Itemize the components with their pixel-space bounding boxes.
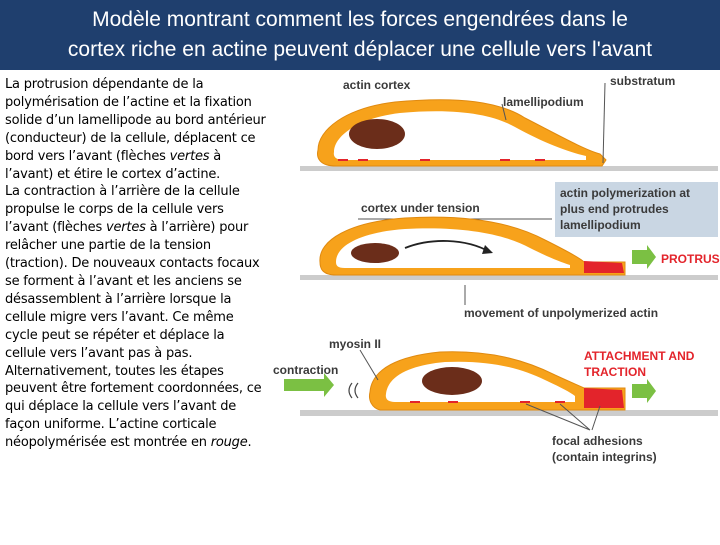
contraction-marks <box>349 383 358 398</box>
title-line-2: cortex riche en actine peuvent déplacer … <box>0 35 720 65</box>
label-polymerization-3: lamellipodium <box>560 218 641 232</box>
label-cortex-under-tension: cortex under tension <box>361 201 480 215</box>
traction-arrow <box>632 379 656 403</box>
nucleus-1 <box>349 119 405 149</box>
new-actin-2 <box>584 261 624 273</box>
label-actin-cortex: actin cortex <box>343 78 411 92</box>
label-myosin: myosin II <box>329 337 381 351</box>
label-attachment-2: TRACTION <box>584 365 646 379</box>
label-protrusion: PROTRUSION <box>661 252 720 266</box>
desc-p2-b: à l’arrière) pour relâcher une partie de… <box>5 220 261 450</box>
label-substratum: substratum <box>610 74 675 88</box>
desc-p2-end: . <box>248 435 252 450</box>
title-line-1: Modèle montrant comment les forces engen… <box>0 0 720 35</box>
label-contraction: contraction <box>273 363 338 377</box>
label-lamellipodium: lamellipodium <box>503 95 584 109</box>
desc-p1-vertes: vertes <box>170 149 210 164</box>
label-focal-1: focal adhesions <box>552 434 643 448</box>
substratum-bar-1 <box>300 166 718 171</box>
myosin-pointer <box>360 350 378 380</box>
label-movement: movement of unpolymerized actin <box>464 306 658 320</box>
substratum-pointer <box>603 83 605 163</box>
substratum-bar-2 <box>300 275 718 280</box>
desc-p1-a: La protrusion dépendante de la polyméris… <box>5 77 266 164</box>
nucleus-3 <box>422 367 482 395</box>
figure-svg: actin cortex substratum lamellipodium ac… <box>270 70 720 540</box>
protrusion-arrow <box>632 245 656 269</box>
label-polymerization-2: plus end protrudes <box>560 202 669 216</box>
description-text: La protrusion dépendante de la polyméris… <box>5 76 267 452</box>
title-banner: Modèle montrant comment les forces engen… <box>0 0 720 70</box>
desc-p2-vertes: vertes <box>106 220 146 235</box>
label-attachment-1: ATTACHMENT AND <box>584 349 695 363</box>
substratum-bar-3 <box>300 410 718 416</box>
cell-migration-figure: actin cortex substratum lamellipodium ac… <box>270 70 720 545</box>
nucleus-2 <box>351 243 399 263</box>
label-focal-2: (contain integrins) <box>552 450 657 464</box>
desc-p2-rouge: rouge <box>211 435 248 450</box>
label-polymerization-1: actin polymerization at <box>560 186 690 200</box>
